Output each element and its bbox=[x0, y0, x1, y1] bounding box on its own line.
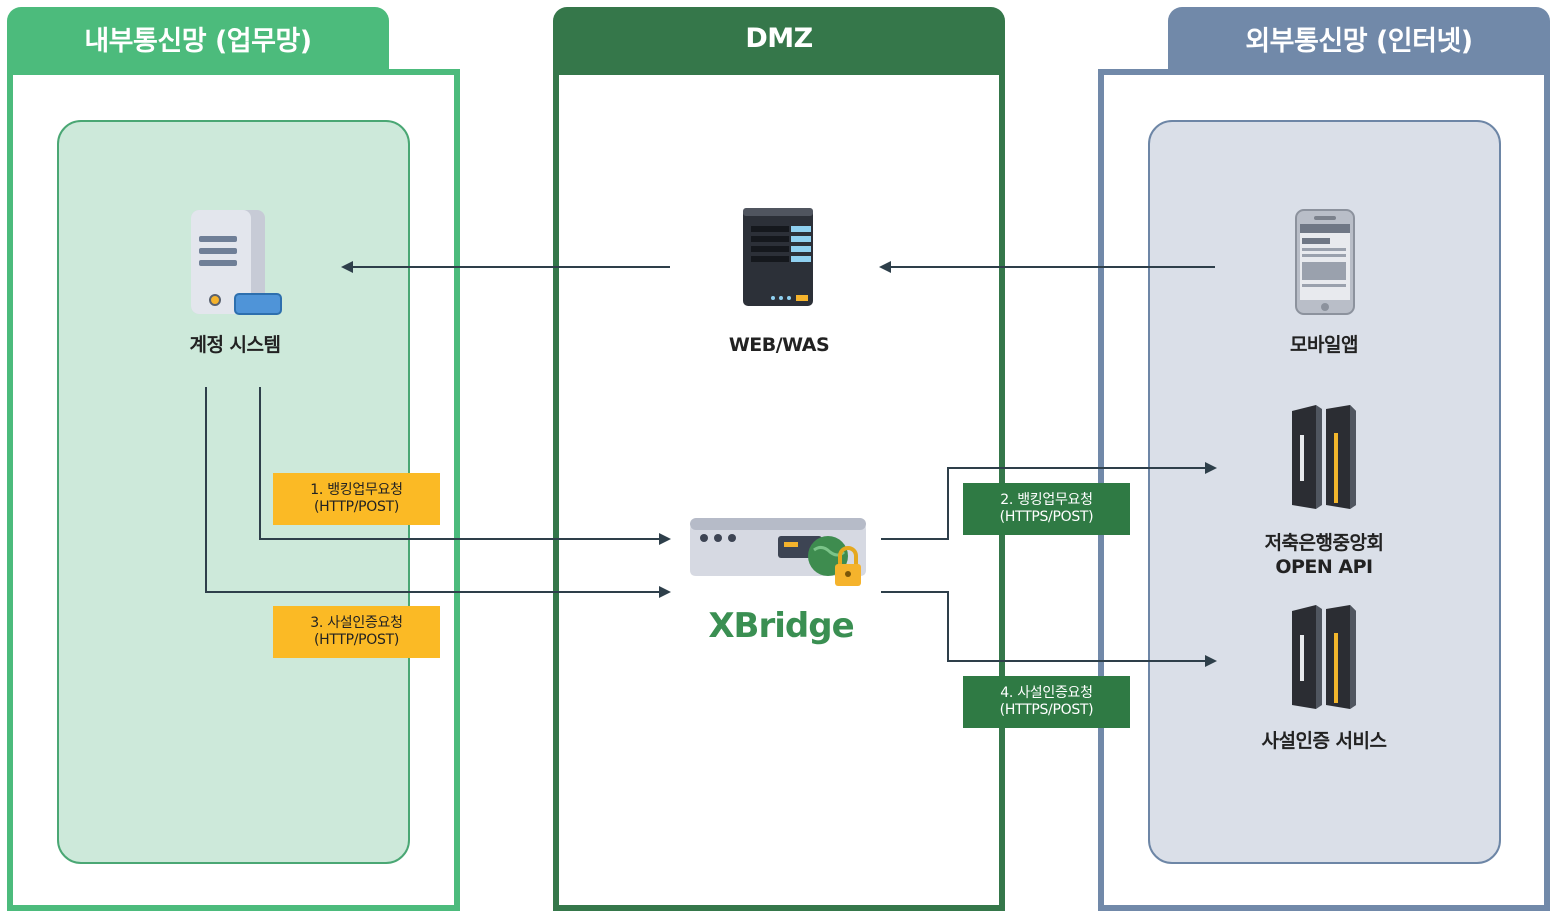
mobile-phone-icon bbox=[1295, 209, 1355, 315]
account-system-label: 계정 시스템 bbox=[189, 334, 281, 356]
arrow-step2 bbox=[881, 462, 1217, 540]
arrow-step1 bbox=[259, 387, 671, 545]
callout-step2-title: 2. 뱅킹업무요청 bbox=[1000, 492, 1093, 508]
open-api-label-line1: 저축은행중앙회 bbox=[1264, 532, 1384, 554]
private-cert-label: 사설인증 서비스 bbox=[1261, 730, 1387, 752]
bridge-logo-text: XBridge bbox=[708, 606, 854, 646]
bridge-logo: XBridge bbox=[696, 606, 866, 646]
arrow-step3 bbox=[205, 387, 671, 598]
internal-zone-frame bbox=[7, 69, 460, 911]
callout-step1-protocol: (HTTP/POST) bbox=[313, 499, 400, 515]
open-api-label-line2: OPEN API bbox=[1275, 556, 1373, 578]
callout-step4-title: 4. 사설인증요청 bbox=[1000, 685, 1093, 701]
callout-step3-protocol: (HTTP/POST) bbox=[313, 632, 400, 648]
private-cert-server-icon bbox=[1292, 605, 1356, 709]
callout-step2-protocol: (HTTPS/POST) bbox=[999, 509, 1094, 525]
internal-zone-title: 내부통신망 (업무망) bbox=[84, 25, 312, 57]
open-api-label: 저축은행중앙회 OPEN API bbox=[1214, 531, 1434, 579]
callout-step1-title: 1. 뱅킹업무요청 bbox=[310, 482, 403, 498]
callout-step2: 2. 뱅킹업무요청 (HTTPS/POST) bbox=[963, 483, 1130, 535]
callout-step4: 4. 사설인증요청 (HTTPS/POST) bbox=[963, 676, 1130, 728]
server-icon bbox=[191, 210, 282, 315]
mobile-app-label: 모바일앱 bbox=[1290, 334, 1358, 356]
callout-step4-protocol: (HTTPS/POST) bbox=[999, 702, 1094, 718]
external-zone-tab: 외부통신망 (인터넷) bbox=[1168, 7, 1550, 69]
web-was-server-icon bbox=[743, 208, 813, 306]
callout-step1: 1. 뱅킹업무요청 (HTTP/POST) bbox=[273, 473, 440, 525]
web-was-label: WEB/WAS bbox=[728, 334, 830, 356]
callout-step3: 3. 사설인증요청 (HTTP/POST) bbox=[273, 606, 440, 658]
open-api-server-icon bbox=[1292, 405, 1356, 509]
external-zone-title: 외부통신망 (인터넷) bbox=[1245, 25, 1473, 57]
bridge-appliance-icon bbox=[690, 518, 866, 586]
callout-step3-title: 3. 사설인증요청 bbox=[310, 615, 403, 631]
internal-zone-tab: 내부통신망 (업무망) bbox=[7, 7, 389, 69]
dmz-zone-title: DMZ bbox=[745, 22, 813, 54]
dmz-zone-tab: DMZ bbox=[553, 7, 1005, 69]
arrow-step4 bbox=[881, 591, 1217, 667]
